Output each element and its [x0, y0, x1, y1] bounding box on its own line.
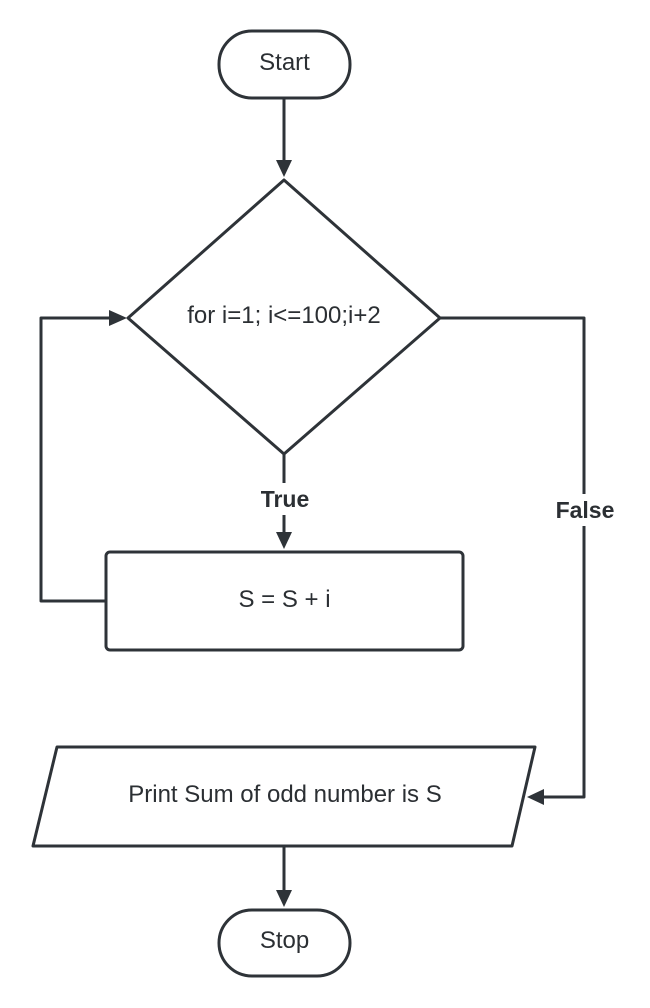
- print-output-node: Print Sum of odd number is S: [31, 745, 537, 848]
- edge-print-to-stop: [276, 844, 292, 907]
- true-label: True: [261, 486, 310, 512]
- edge-condition-false-to-print: [438, 316, 586, 805]
- edge-process-loop-back: [39, 310, 127, 603]
- accumulate-node: S = S + i: [104, 550, 465, 652]
- loop-condition-label: for i=1; i<=100;i+2: [187, 302, 380, 329]
- false-label: False: [556, 497, 615, 523]
- start-label: Start: [259, 49, 310, 76]
- stop-label: Stop: [260, 927, 309, 954]
- print-output-label: Print Sum of odd number is S: [128, 781, 441, 808]
- false-edge-label: False: [546, 494, 624, 526]
- edge-start-to-condition: [276, 96, 292, 177]
- accumulate-label: S = S + i: [238, 586, 330, 613]
- loop-condition-node: for i=1; i<=100;i+2: [126, 178, 442, 456]
- stop-node: Stop: [217, 908, 352, 978]
- true-edge-label: True: [252, 483, 318, 515]
- start-node: Start: [217, 29, 352, 100]
